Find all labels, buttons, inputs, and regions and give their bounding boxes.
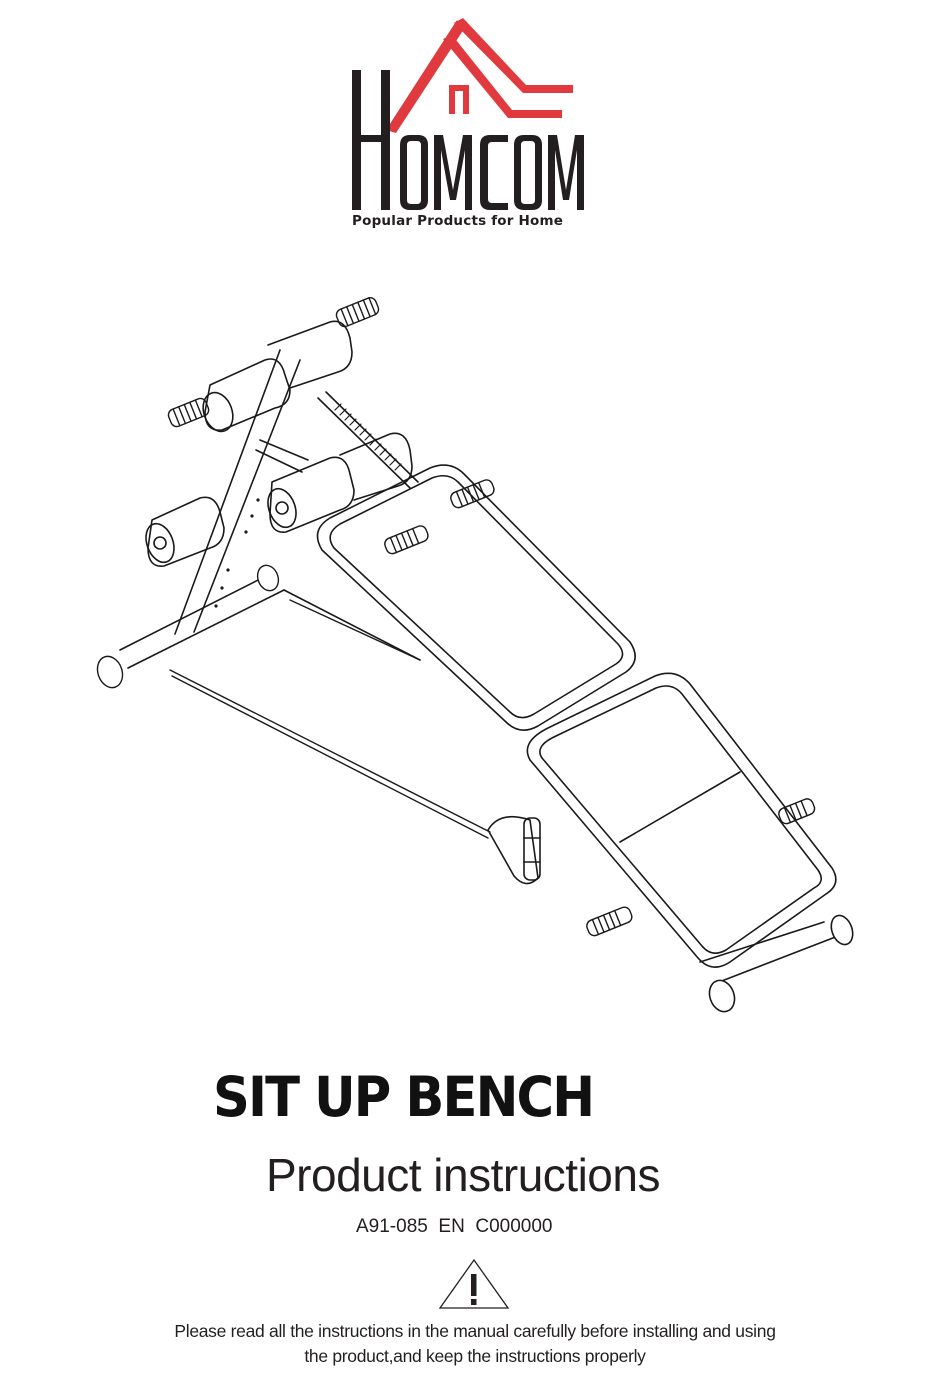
product-subtitle: Product instructions [266,1149,660,1201]
notice-line-1: Please read all the instructions in the … [174,1321,776,1341]
notice-line-2: the product,and keep the instructions pr… [304,1346,646,1366]
foam-grips [167,297,816,937]
brand-tagline: Popular Products for Home [352,213,564,229]
leg-roller-pads [145,320,413,567]
product-title: SIT UP BENCH [213,1065,595,1129]
seat-pad [526,672,839,985]
document-code: A91-085 EN C000000 [356,1216,553,1237]
backrest-pad [316,464,636,731]
frame [119,349,421,669]
cord-handle [487,815,541,885]
sit-up-bench-drawing [96,297,854,1013]
product-illustration [80,290,880,1030]
homcom-logo-icon [352,18,584,210]
spring [317,391,419,489]
resistance-cords [96,564,491,839]
brand-logo [330,15,590,240]
rear-end-caps [708,914,854,1013]
warning-triangle-icon [438,1258,510,1310]
